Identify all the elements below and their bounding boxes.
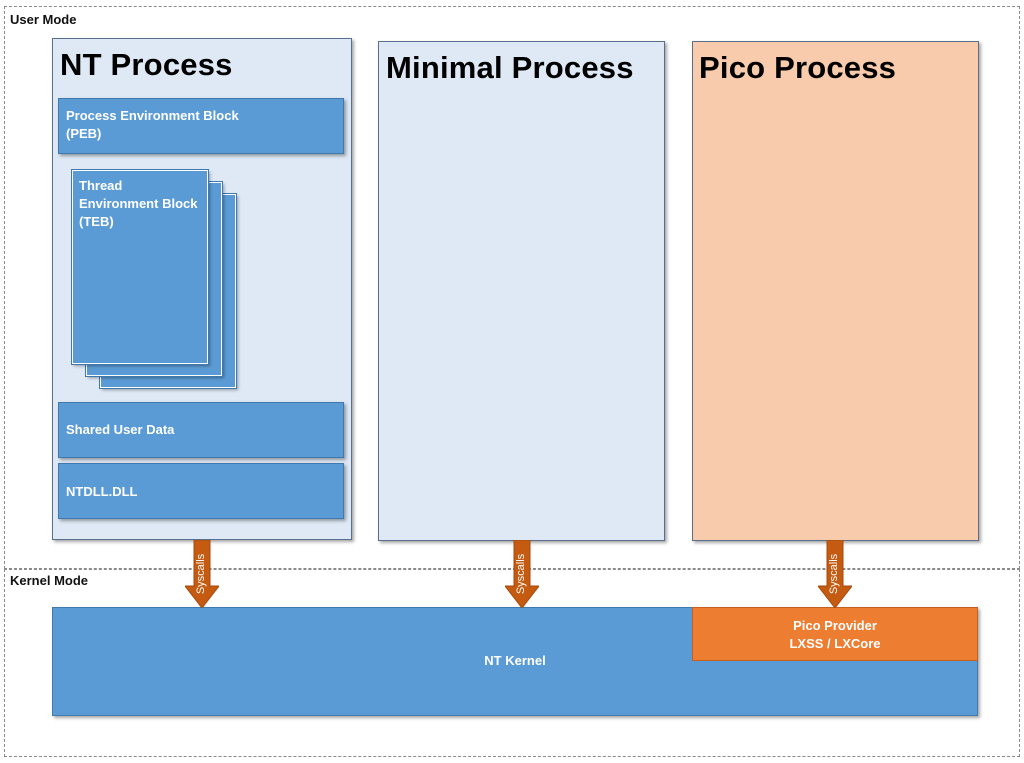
teb-label-line-3: (TEB): [79, 214, 114, 229]
minimal-process-box: [378, 41, 665, 541]
syscalls-label-nt: Syscalls: [195, 553, 207, 595]
ntdll-block: NTDLL.DLL: [58, 463, 344, 519]
pico-process-box: [692, 41, 979, 541]
pico-process-title: Pico Process: [699, 50, 897, 85]
user-mode-region: [4, 6, 1020, 569]
teb-stack-card-1: Thread Environment Block (TEB): [71, 169, 209, 365]
nt-kernel-label: NT Kernel: [484, 653, 546, 668]
peb-label-line-1: Process Environment Block: [66, 108, 239, 123]
user-mode-label: User Mode: [10, 12, 77, 27]
pico-provider-block: Pico Provider LXSS / LXCore: [692, 607, 978, 661]
kernel-mode-label: Kernel Mode: [10, 573, 89, 588]
syscalls-label-pico: Syscalls: [828, 553, 840, 595]
kernel-mode-region: [4, 569, 1020, 757]
nt-process-title: NT Process: [60, 47, 233, 82]
pico-provider-label-line-1: Pico Provider: [793, 618, 877, 633]
teb-label-line-2: Environment Block: [79, 196, 198, 211]
peb-label-line-2: (PEB): [66, 126, 102, 141]
syscalls-arrow-minimal: [505, 540, 539, 608]
ntdll-label: NTDLL.DLL: [66, 484, 138, 499]
pico-provider-label-line-2: LXSS / LXCore: [789, 636, 881, 651]
shared-user-data-label: Shared User Data: [66, 422, 175, 437]
shared-user-data-block: Shared User Data: [58, 402, 344, 458]
teb-label-line-1: Thread: [79, 178, 123, 193]
syscalls-arrow-pico: [818, 540, 852, 608]
peb-block: Process Environment Block (PEB): [58, 98, 344, 154]
syscalls-label-minimal: Syscalls: [515, 553, 527, 595]
syscalls-arrow-nt: [185, 540, 219, 608]
minimal-process-title: Minimal Process: [386, 50, 634, 85]
